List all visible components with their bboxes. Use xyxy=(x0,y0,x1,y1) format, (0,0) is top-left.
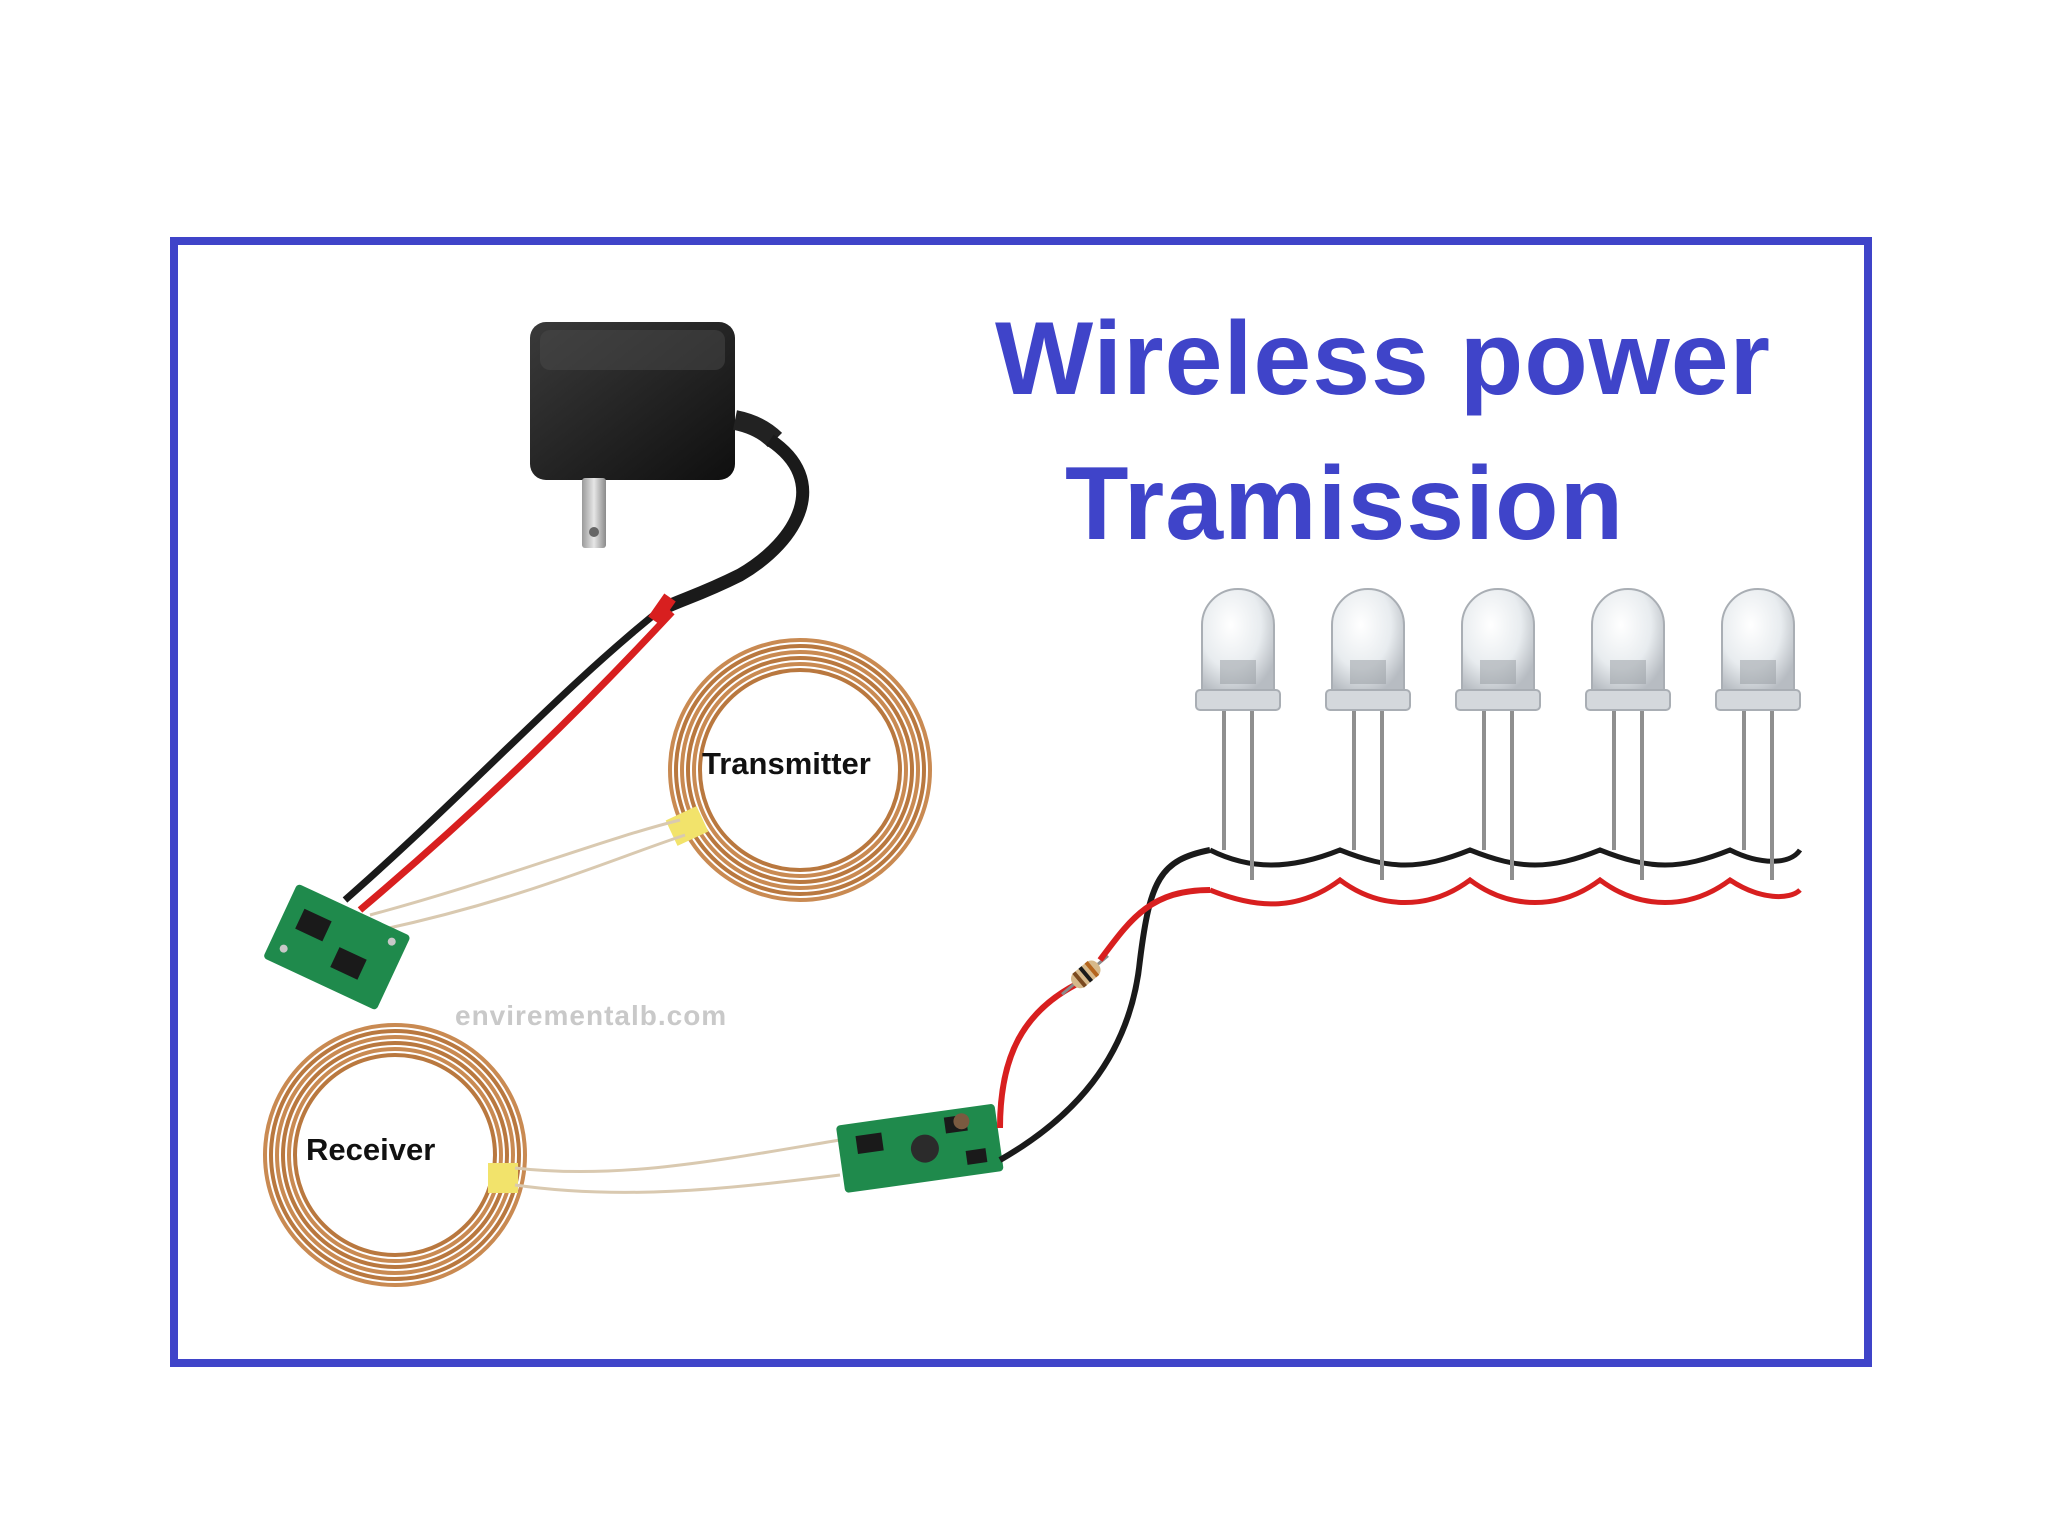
transmitter-board xyxy=(264,884,410,1010)
wire-red-tx xyxy=(357,609,675,913)
led-bus-red xyxy=(1209,876,1802,907)
adapter-cable xyxy=(657,434,810,616)
resistor xyxy=(1061,954,1109,996)
transmitter-coil xyxy=(665,638,932,902)
receiver-label: Receiver xyxy=(306,1132,436,1167)
diagram-title-line-2: Tramission xyxy=(1065,446,1625,562)
led-icon xyxy=(1585,588,1671,880)
watermark: envirementalb.com xyxy=(455,1000,728,1031)
led-icon xyxy=(1455,588,1541,880)
led-array xyxy=(1195,588,1801,880)
receiver-coil xyxy=(263,1023,527,1287)
transmitter-label: Transmitter xyxy=(702,746,871,781)
led-icon xyxy=(1325,588,1411,880)
led-icon xyxy=(1195,588,1281,880)
wire-black-tx xyxy=(342,607,663,903)
wire-black-out xyxy=(998,847,1211,1163)
led-icon xyxy=(1715,588,1801,880)
led-bus-black xyxy=(1208,847,1803,868)
receiver-board xyxy=(836,1104,1004,1193)
diagram-title-line-1: Wireless power xyxy=(995,301,1772,417)
power-adapter-icon xyxy=(530,322,783,548)
